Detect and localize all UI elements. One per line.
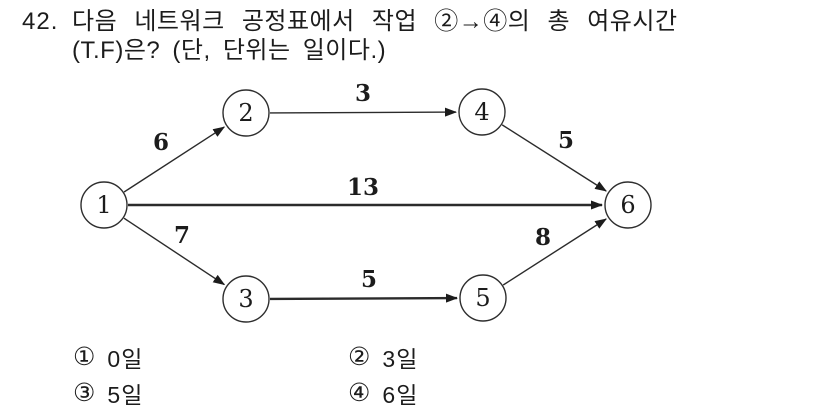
choice-2: ② 3일 xyxy=(348,342,418,372)
node-6-label: 6 xyxy=(620,191,635,219)
diagram-edges: 6 3 13 7 5 5 8 xyxy=(123,80,607,303)
edge-4-6-duration: 5 xyxy=(558,127,574,154)
choice-4-label: 6일 xyxy=(382,381,419,408)
diagram-nodes: 1 2 3 4 5 6 xyxy=(80,88,652,323)
choice-3: ③ 5일 xyxy=(73,378,348,408)
edge-1-3-duration: 7 xyxy=(174,222,190,249)
choice-2-marker: ② xyxy=(348,342,371,371)
edge-1-6-duration: 13 xyxy=(347,174,379,201)
edge-3-5 xyxy=(269,293,458,303)
answer-choices: ① 0일 ② 3일 ③ 5일 ④ 6일 xyxy=(73,342,418,408)
edge-1-2 xyxy=(123,126,226,193)
node-5-label: 5 xyxy=(475,284,490,312)
question-text: 다음 네트워크 공정표에서 작업 ②→④의 총 여유시간 (T.F)은? (단,… xyxy=(72,7,812,65)
node-4-label: 4 xyxy=(474,98,489,126)
node-3-label: 3 xyxy=(238,285,253,313)
node-1 xyxy=(80,181,128,229)
node-6 xyxy=(604,181,652,229)
choice-3-marker: ③ xyxy=(73,378,96,407)
node-2 xyxy=(222,89,270,137)
edge-5-6-duration: 8 xyxy=(535,224,551,251)
network-diagram: 6 3 13 7 5 5 8 1 2 3 4 5 6 xyxy=(80,80,652,323)
node-1-label: 1 xyxy=(96,191,111,219)
node-3 xyxy=(222,275,270,323)
edge-2-4 xyxy=(269,107,457,117)
edge-5-6 xyxy=(502,218,607,286)
question-text-line2: (T.F)은? (단, 단위는 일이다.) xyxy=(72,37,387,64)
edge-4-6 xyxy=(501,124,607,192)
choice-1: ① 0일 xyxy=(73,342,348,372)
question-text-line1: 다음 네트워크 공정표에서 작업 ②→④의 총 여유시간 xyxy=(72,8,678,35)
choice-4-marker: ④ xyxy=(348,378,371,407)
node-2-label: 2 xyxy=(238,99,253,127)
choice-1-label: 0일 xyxy=(107,345,144,372)
question-number: 42. xyxy=(22,8,59,35)
edge-1-3 xyxy=(123,217,226,286)
question-block: 42. 다음 네트워크 공정표에서 작업 ②→④의 총 여유시간 (T.F)은?… xyxy=(22,7,812,65)
edge-1-2-duration: 6 xyxy=(153,129,169,156)
node-4 xyxy=(458,88,506,136)
node-5 xyxy=(459,274,507,322)
choice-4: ④ 6일 xyxy=(348,378,418,408)
edge-3-5-duration: 5 xyxy=(361,266,377,293)
edge-2-4-duration: 3 xyxy=(355,80,371,107)
choice-1-marker: ① xyxy=(73,342,96,371)
choice-3-label: 5일 xyxy=(107,381,144,408)
choice-2-label: 3일 xyxy=(382,345,419,372)
